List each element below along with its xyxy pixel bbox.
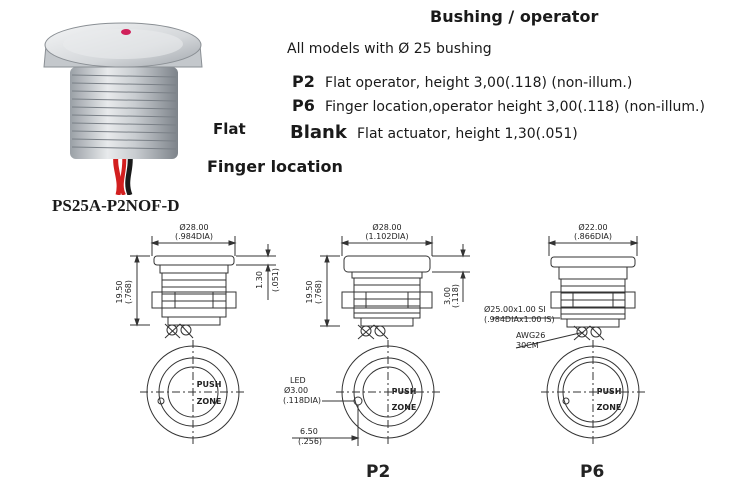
drawing-p6 xyxy=(492,236,645,444)
dim-height-inch: (.768) xyxy=(314,280,323,304)
drawing-p2 xyxy=(292,236,470,446)
red-wire xyxy=(119,154,127,195)
model-number: PS25A-P2NOF-D xyxy=(52,196,180,215)
dim-thread: Ø25.00x1.00 SI xyxy=(484,304,546,314)
terminals xyxy=(573,325,605,341)
dim-height: 19.50 xyxy=(115,281,124,304)
led-diameter: Ø3.00 xyxy=(284,385,308,395)
dim-cap-height-inch: (.118) xyxy=(451,284,460,308)
zone-label: ZONE xyxy=(197,397,222,406)
pushbutton-photo xyxy=(43,22,203,195)
push-label: PUSH xyxy=(392,387,417,396)
dim-diameter: Ø28.00 xyxy=(179,222,208,232)
finger-location-label: Finger location xyxy=(207,157,343,176)
dim-diameter-inch: (.984DIA) xyxy=(175,232,213,241)
dim-height-inch: (.768) xyxy=(124,280,133,304)
led-label: LED xyxy=(290,376,306,385)
dim-cap-height: 1.30 xyxy=(255,271,264,289)
dim-diameter-inch: (1.102DIA) xyxy=(365,232,408,241)
dim-led-offset-inch: (.256) xyxy=(298,437,322,446)
thread-lines xyxy=(71,74,177,150)
drawing-label-p6: P6 xyxy=(580,462,604,482)
option-code: P6 xyxy=(292,96,315,115)
black-wire xyxy=(125,154,133,195)
wire-gauge: AWG26 xyxy=(516,331,545,340)
dim-diameter-inch: (.866DIA) xyxy=(574,232,612,241)
dim-diameter: Ø22.00 xyxy=(578,222,607,232)
option-p6: P6 Finger location,operator height 3,00(… xyxy=(292,96,705,115)
dim-diameter: Ø28.00 xyxy=(372,222,401,232)
terminals xyxy=(357,324,389,340)
dim-height: 19.50 xyxy=(305,281,314,304)
led-diameter-inch: (.118DIA) xyxy=(283,396,321,405)
zone-label: ZONE xyxy=(392,403,417,412)
bushing-note: All models with Ø 25 bushing xyxy=(287,41,492,57)
zone-label: ZONE xyxy=(597,403,622,412)
option-desc: Finger location,operator height 3,00(.11… xyxy=(325,99,705,115)
option-p2: P2 Flat operator, height 3,00(.118) (non… xyxy=(292,72,632,91)
drawing-blank xyxy=(130,236,276,444)
push-label: PUSH xyxy=(597,387,622,396)
wire-length: 30CM xyxy=(516,341,539,350)
dim-cap-height: 3.00 xyxy=(443,287,452,305)
section-title: Bushing / operator xyxy=(430,7,599,26)
dim-thread-inch: (.984DIAx1.00 IS) xyxy=(484,315,555,324)
option-blank: Blank Flat actuator, height 1,30(.051) xyxy=(290,122,578,143)
dim-led-offset: 6.50 xyxy=(300,427,318,436)
drawing-label-p2: P2 xyxy=(366,462,390,482)
red-wire xyxy=(113,154,122,195)
push-label: PUSH xyxy=(197,380,222,389)
option-code: Blank xyxy=(290,122,347,143)
option-desc: Flat actuator, height 1,30(.051) xyxy=(357,126,578,142)
option-code: P2 xyxy=(292,72,315,91)
dim-cap-height-inch: (.051) xyxy=(271,268,280,292)
flat-label: Flat xyxy=(213,120,246,138)
option-desc: Flat operator, height 3,00(.118) (non-il… xyxy=(325,75,633,91)
technical-drawings: Ø28.00 (.984DIA) 19.50 (.768) 1.30 (.051… xyxy=(115,222,645,482)
threaded-body xyxy=(70,67,178,159)
terminals xyxy=(164,323,194,339)
led-dot xyxy=(121,29,131,35)
